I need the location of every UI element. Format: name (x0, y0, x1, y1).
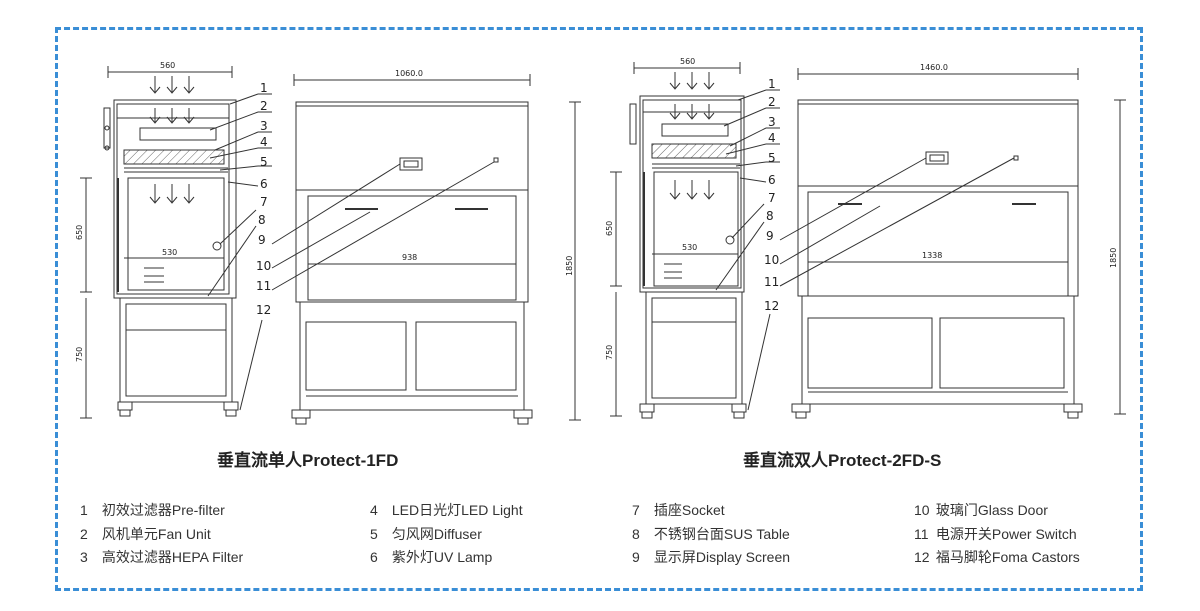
right-callout-numbers: 1 2 3 4 5 6 7 8 9 10 11 12 (764, 77, 780, 313)
svg-text:7: 7 (260, 195, 268, 209)
legend-item-10: 10 玻璃门Glass Door (914, 502, 1048, 518)
svg-text:6: 6 (260, 177, 268, 191)
svg-text:7: 7 (768, 191, 776, 205)
right-side-dimensions: 560 530 650 750 (605, 57, 697, 360)
svg-text:4: 4 (768, 131, 776, 145)
svg-text:1460.0: 1460.0 (920, 63, 948, 72)
legend-item-5: 5 匀风网Diffuser (370, 526, 482, 542)
svg-text:1: 1 (768, 77, 776, 91)
svg-text:1338: 1338 (922, 251, 942, 260)
technical-drawing: 560 530 650 750 1 2 3 4 5 6 7 8 9 10 11 … (75, 57, 1126, 425)
svg-text:3: 3 (768, 115, 776, 129)
left-side-dimensions: 560 530 650 750 (75, 61, 177, 362)
legend-item-3: 3 高效过滤器HEPA Filter (80, 549, 244, 565)
legend-item-2: 2 风机单元Fan Unit (80, 526, 211, 542)
svg-text:530: 530 (682, 243, 697, 252)
svg-text:12: 12 (764, 299, 779, 313)
svg-text:1850: 1850 (1109, 248, 1118, 268)
right-side-view (610, 62, 771, 419)
legend-item-12: 12 福马脚轮Foma Castors (914, 549, 1080, 565)
legend-item-9: 9 显示屏Display Screen (632, 549, 791, 565)
svg-text:560: 560 (160, 61, 175, 70)
legend-item-1: 1 初效过滤器Pre-filter (80, 502, 225, 518)
svg-text:6: 6 (768, 173, 776, 187)
svg-text:750: 750 (605, 345, 614, 360)
left-front-view (271, 74, 581, 425)
legend-item-11: 11 电源开关Power Switch (914, 526, 1077, 542)
svg-text:5: 5 (768, 151, 776, 165)
svg-text:10: 10 (764, 253, 779, 267)
svg-text:8: 8 (258, 213, 266, 227)
svg-text:530: 530 (162, 248, 177, 257)
right-front-dimensions: 1460.0 1338 1850 (920, 63, 1118, 268)
left-side-view (80, 66, 263, 419)
svg-text:3: 3 (260, 119, 268, 133)
right-model-title: 垂直流双人Protect-2FD-S (743, 451, 942, 470)
legend-item-4: 4 LED日光灯LED Light (370, 502, 523, 518)
svg-text:10: 10 (256, 259, 271, 273)
left-model-title: 垂直流单人Protect-1FD (217, 451, 399, 470)
svg-text:8: 8 (766, 209, 774, 223)
svg-text:1060.0: 1060.0 (395, 69, 423, 78)
svg-text:650: 650 (75, 225, 84, 240)
svg-text:5: 5 (260, 155, 268, 169)
svg-text:9: 9 (258, 233, 266, 247)
svg-text:2: 2 (768, 95, 776, 109)
svg-text:560: 560 (680, 57, 695, 66)
left-front-dimensions: 1060.0 938 1850 (395, 69, 574, 276)
dashed-border-frame (55, 27, 1143, 591)
svg-text:650: 650 (605, 221, 614, 236)
svg-text:4: 4 (260, 135, 268, 149)
svg-text:11: 11 (256, 279, 271, 293)
svg-text:2: 2 (260, 99, 268, 113)
svg-text:9: 9 (766, 229, 774, 243)
svg-text:12: 12 (256, 303, 271, 317)
svg-text:1: 1 (260, 81, 268, 95)
airflow-arrows-top (149, 76, 195, 204)
legend-item-6: 6 紫外灯UV Lamp (370, 549, 493, 565)
left-callout-numbers: 1 2 3 4 5 6 7 8 9 10 11 12 (256, 81, 272, 317)
legend-item-8: 8 不锈钢台面SUS Table (632, 526, 790, 542)
svg-text:750: 750 (75, 347, 84, 362)
svg-text:938: 938 (402, 253, 417, 262)
airflow-arrows-right (669, 72, 715, 200)
svg-text:11: 11 (764, 275, 779, 289)
legend-item-7: 7 插座Socket (632, 502, 725, 518)
right-front-view (779, 68, 1126, 419)
svg-text:1850: 1850 (565, 256, 574, 276)
